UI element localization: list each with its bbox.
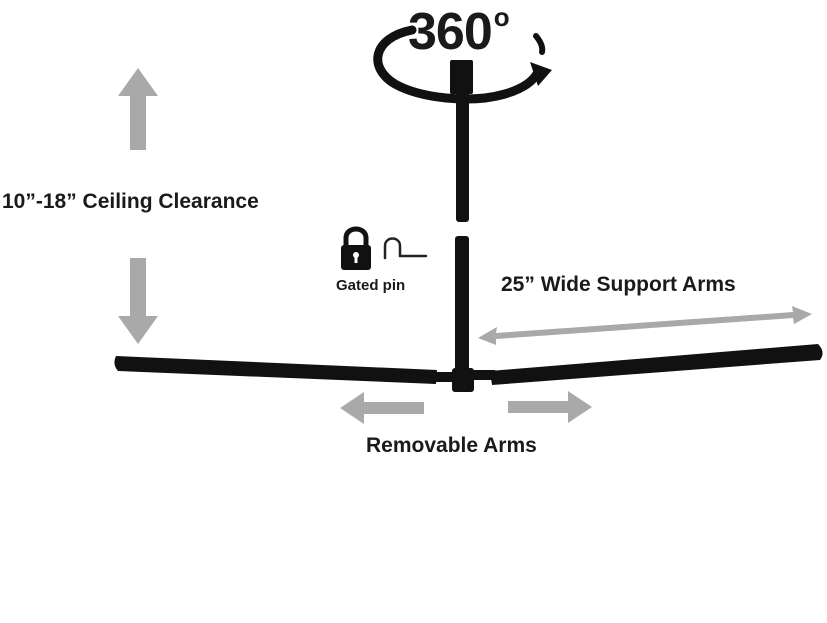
floor-shadow	[260, 595, 640, 623]
rotation-degrees-label: 360o	[408, 3, 510, 61]
rotation-degrees-unit: o	[493, 2, 510, 32]
right-arm-joint	[470, 370, 496, 380]
lower-pole	[455, 236, 469, 386]
gated-pin-label: Gated pin	[336, 277, 406, 294]
upper-pole	[456, 90, 469, 222]
removable-right-arrow	[508, 391, 592, 423]
left-arm-joint	[430, 372, 456, 382]
removable-left-arrow	[340, 392, 424, 424]
left-arm	[114, 356, 438, 384]
pin-hook-icon	[383, 237, 428, 260]
right-arm	[490, 344, 823, 385]
pole-top-cap	[450, 60, 473, 94]
padlock-icon	[341, 226, 371, 270]
removable-arms-label: Removable Arms	[366, 434, 537, 457]
clearance-arrow-down	[118, 258, 158, 344]
support-arms-arrow	[478, 306, 812, 345]
rotation-degrees-value: 360	[408, 3, 493, 61]
ceiling-clearance-label: 10”-18” Ceiling Clearance	[2, 190, 259, 213]
center-hub	[452, 368, 474, 392]
clearance-arrow-up	[118, 68, 158, 150]
rotation-arrow-icon	[373, 25, 552, 104]
support-arms-label: 25” Wide Support Arms	[501, 273, 736, 296]
